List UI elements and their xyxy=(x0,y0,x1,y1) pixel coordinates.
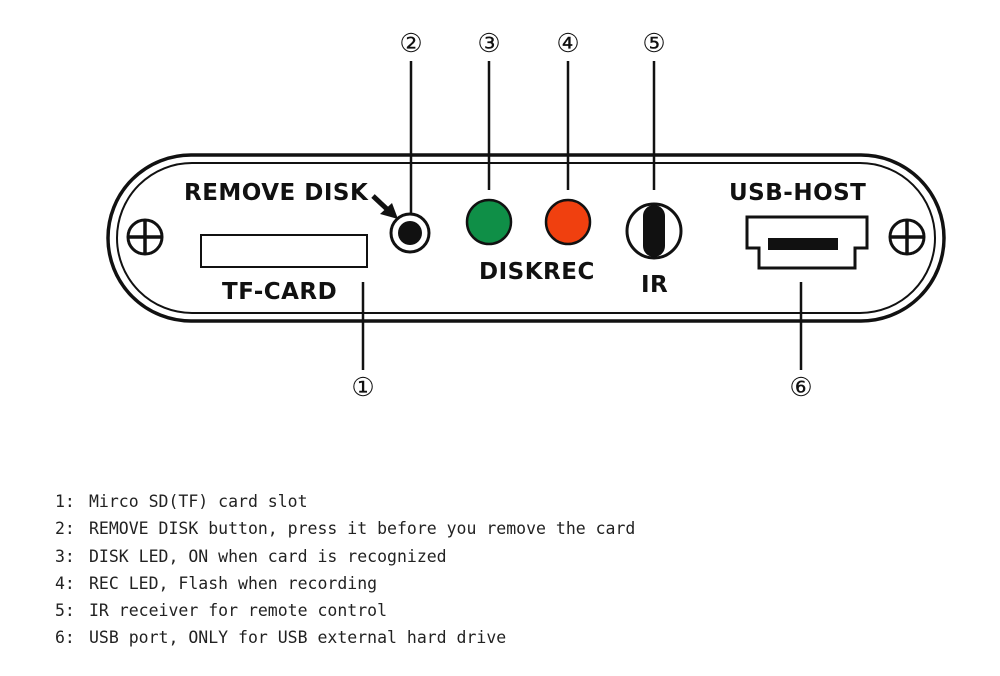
panel-inner-outline xyxy=(116,162,936,314)
legend-item: 6: USB port, ONLY for USB external hard d… xyxy=(55,624,955,651)
rec-led xyxy=(544,198,592,246)
callout-6: ⑥ xyxy=(789,373,812,403)
diskrec-label: DISKREC xyxy=(479,259,595,285)
front-panel-svg: REMOVE DISK TF-CARD DISKREC IR USB-HOST … xyxy=(106,29,946,403)
legend-text: Mirco SD(TF) card slot xyxy=(89,492,308,511)
callout-3: ③ xyxy=(477,29,500,59)
legend-number: 1: xyxy=(55,492,75,511)
legend-number: 2: xyxy=(55,519,75,539)
legend-text: IR receiver for remote control xyxy=(89,601,388,621)
disk-led xyxy=(465,198,513,246)
legend-text: REMOVE DISK button, press it before you … xyxy=(89,519,636,539)
legend-item: 1: Mirco SD(TF) card slot xyxy=(55,488,955,515)
legend-item: 5: IR receiver for remote control xyxy=(55,597,955,624)
callout-2: ② xyxy=(399,29,422,59)
callout-5: ⑤ xyxy=(642,29,665,59)
front-panel-diagram: REMOVE DISK TF-CARD DISKREC IR USB-HOST … xyxy=(106,29,946,403)
callout-4: ④ xyxy=(556,29,579,59)
legend-text: DISK LED, ON when card is recognized xyxy=(89,546,447,566)
right-screw-icon xyxy=(888,218,926,256)
usb-port-socket xyxy=(768,238,838,250)
left-screw-icon xyxy=(126,218,164,256)
legend-number: 3: xyxy=(55,546,75,566)
panel-outer-outline xyxy=(106,153,946,323)
legend-item: 2: REMOVE DISK button, press it before yo… xyxy=(55,515,955,542)
ir-label: IR xyxy=(641,272,668,298)
ir-receiver-icon xyxy=(625,202,683,260)
legend-text: REC LED, Flash when recording xyxy=(89,573,378,593)
legend-item: 3: DISK LED, ON when card is recognized xyxy=(55,543,955,570)
arrow-icon xyxy=(371,194,398,219)
legend-text: USB port, ONLY for USB external hard dri… xyxy=(89,628,507,648)
legend-number: 4: xyxy=(55,573,75,593)
legend-number: 6: xyxy=(55,628,75,648)
legend-item: 4: REC LED, Flash when recording xyxy=(55,570,955,597)
callout-1: ① xyxy=(351,373,374,403)
legend-list: 1: Mirco SD(TF) card slot 2: REMOVE DISK b… xyxy=(55,488,955,652)
remove-disk-button-icon xyxy=(389,212,431,254)
remove-disk-label: REMOVE DISK xyxy=(184,180,369,206)
tf-card-label: TF-CARD xyxy=(222,279,337,305)
usb-host-label: USB-HOST xyxy=(729,180,866,206)
legend-number: 5: xyxy=(55,601,75,621)
tf-card-slot xyxy=(200,234,368,268)
